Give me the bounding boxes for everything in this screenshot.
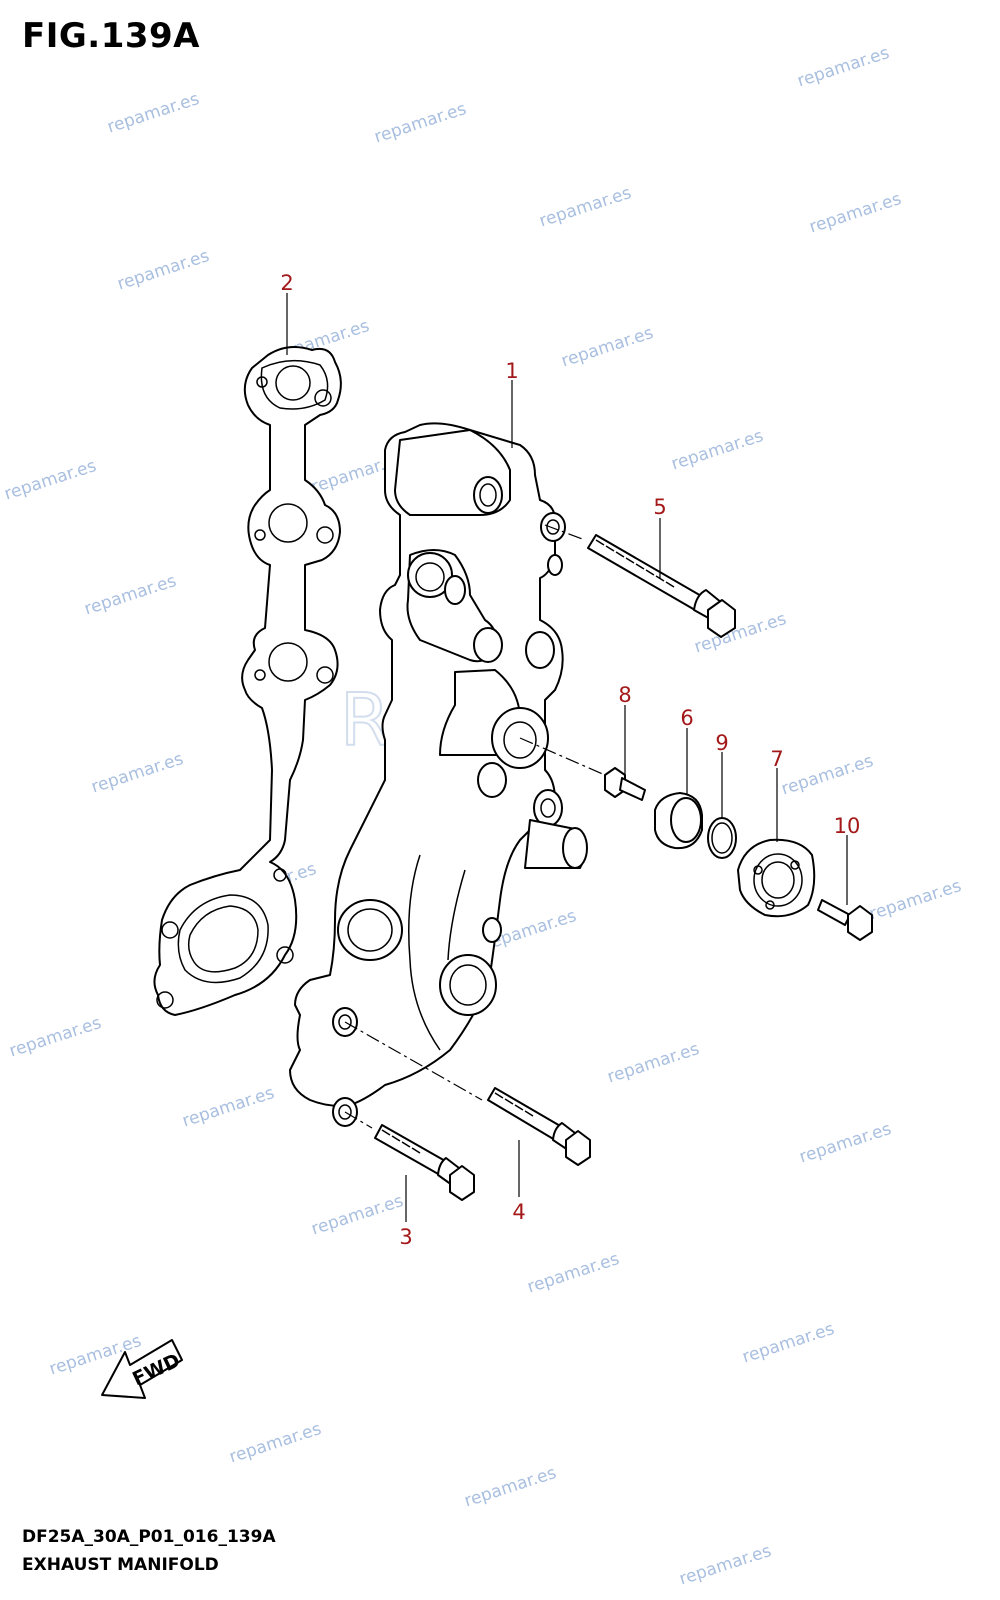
callout-6: 6 — [680, 706, 693, 730]
bolt-3-part — [344, 1111, 475, 1201]
figure-title: FIG.139A — [22, 16, 200, 56]
callout-7: 7 — [770, 747, 783, 771]
callout-2: 2 — [280, 271, 293, 295]
gasket-part — [153, 345, 342, 1016]
callout-5: 5 — [653, 495, 666, 519]
callout-labels: 2 1 5 8 6 9 7 10 4 3 — [280, 271, 860, 1249]
bolt-5-part — [544, 524, 736, 638]
exhaust-manifold-part — [289, 422, 588, 1127]
figure-name: EXHAUST MANIFOLD — [22, 1555, 219, 1575]
callout-10: 10 — [834, 814, 861, 838]
callout-4: 4 — [512, 1200, 525, 1224]
callout-8: 8 — [618, 683, 631, 707]
callout-1: 1 — [505, 359, 518, 383]
figure-code: DF25A_30A_P01_016_139A — [22, 1527, 276, 1547]
callout-3: 3 — [399, 1225, 412, 1249]
o-ring-9-part — [707, 817, 737, 859]
callout-leaders — [286, 293, 848, 1222]
bolt-10-part — [817, 899, 873, 941]
screw-8-part — [519, 737, 646, 801]
callout-9: 9 — [715, 731, 728, 755]
cap-6-part — [654, 792, 703, 850]
fwd-arrow-icon: FWD — [101, 1339, 184, 1399]
cover-7-part — [737, 838, 816, 918]
bolt-4-part — [344, 1021, 591, 1166]
